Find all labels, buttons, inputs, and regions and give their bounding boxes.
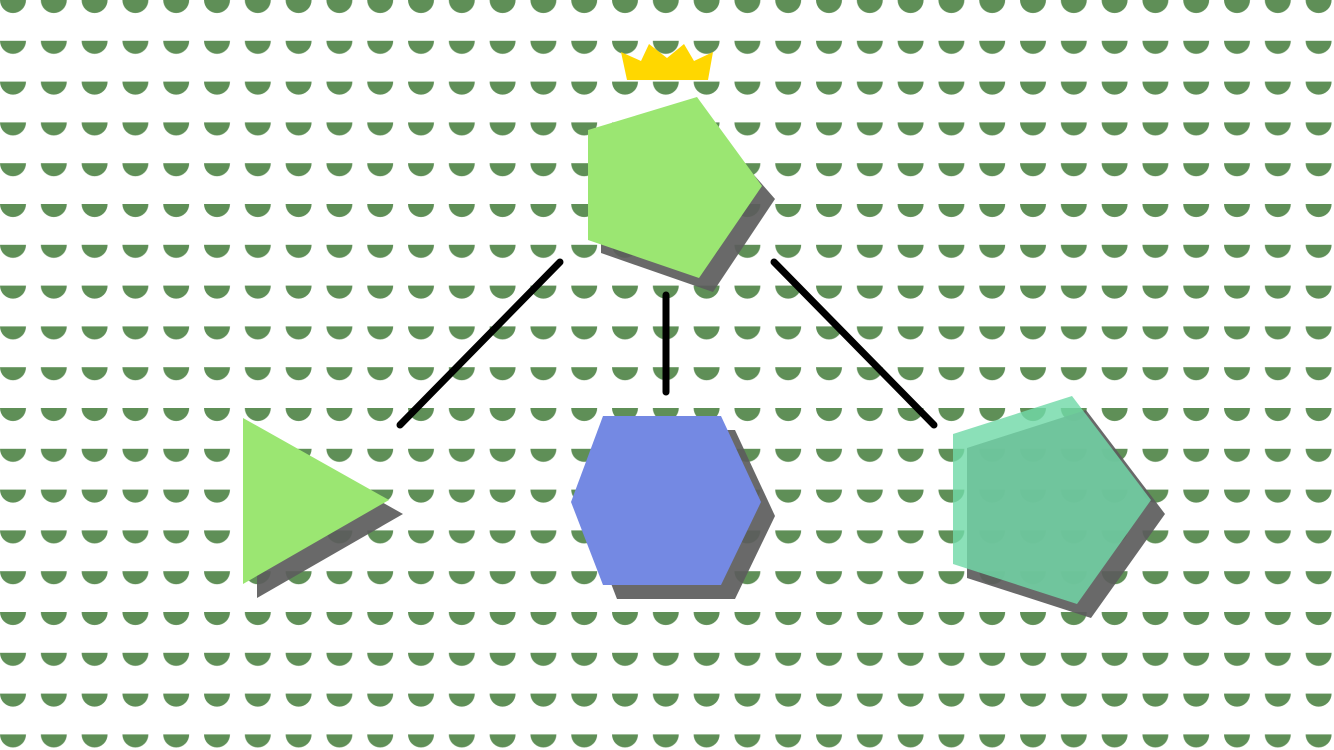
child-node-hexagon[interactable] <box>571 416 775 599</box>
connector-right <box>770 258 938 429</box>
leader-node[interactable] <box>588 44 775 292</box>
leader-pentagon[interactable] <box>588 97 762 278</box>
child-node-triangle[interactable] <box>243 418 403 598</box>
connector-left <box>396 258 564 429</box>
pentagon-shape[interactable] <box>953 396 1151 604</box>
crown-icon <box>621 44 713 80</box>
hexagon-shape[interactable] <box>571 416 761 585</box>
connector-lines <box>396 258 938 429</box>
child-node-pentagon[interactable] <box>953 396 1165 618</box>
triangle-shape[interactable] <box>243 418 389 584</box>
